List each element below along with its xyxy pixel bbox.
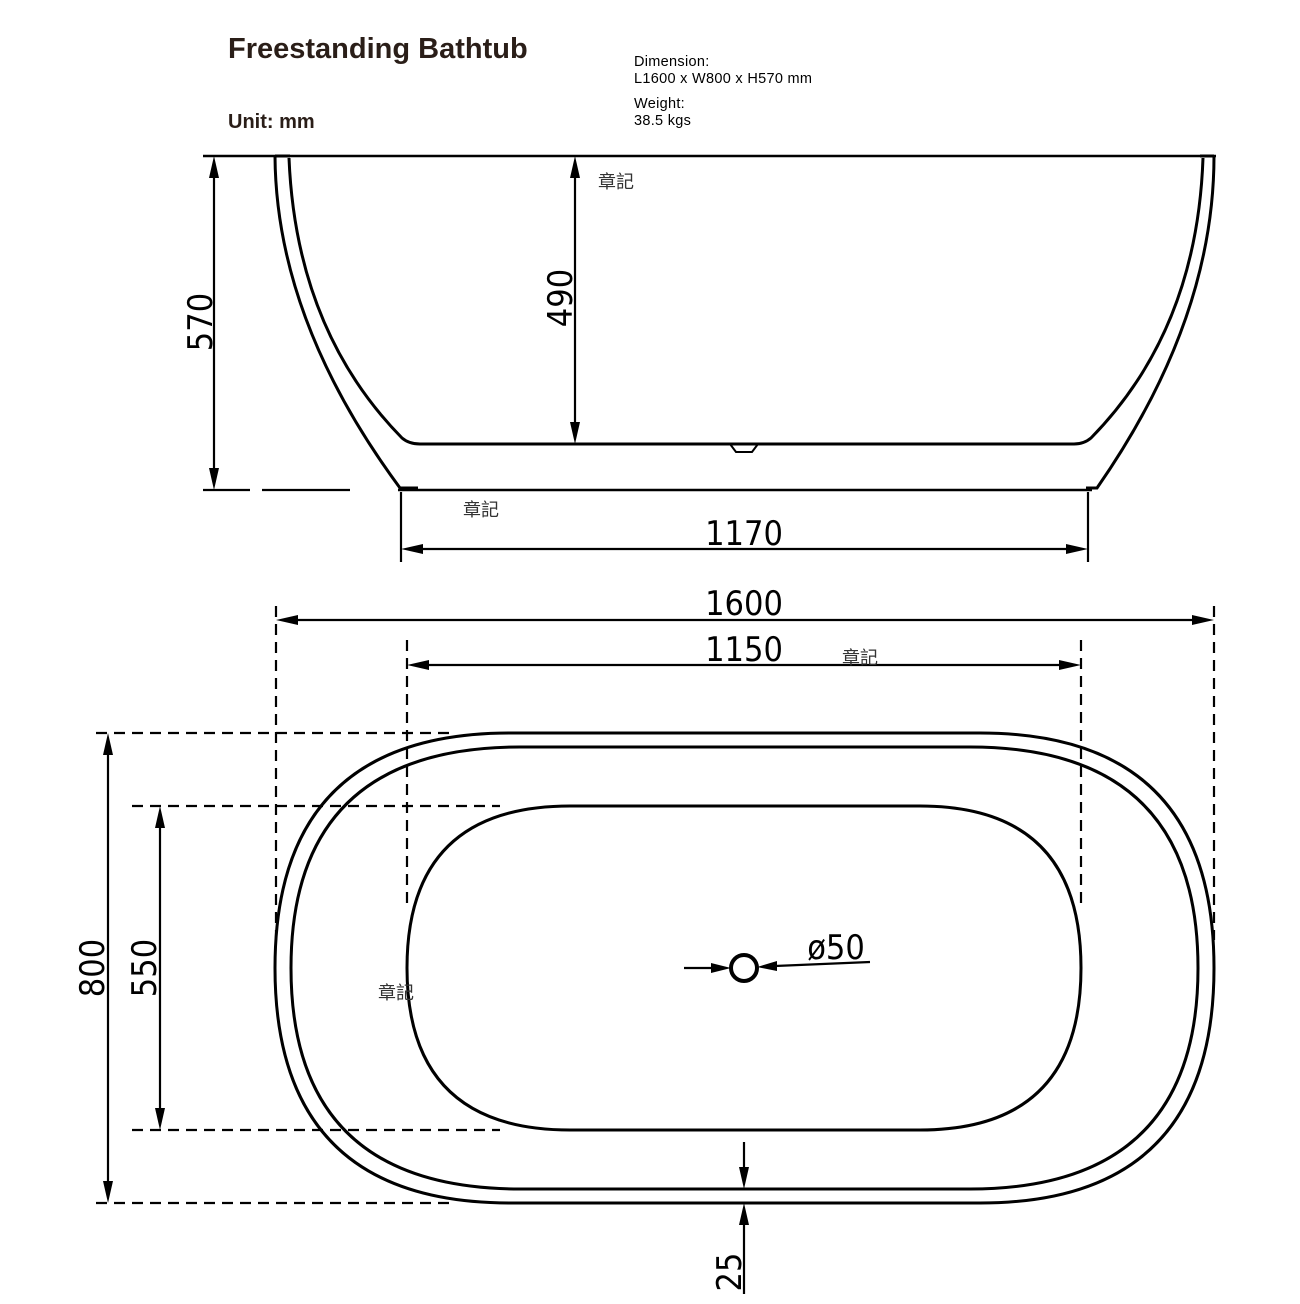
arrow-down bbox=[103, 1181, 113, 1203]
inner-depth-label: 490 bbox=[541, 269, 581, 327]
arrow-up bbox=[103, 733, 113, 755]
overall-width-label: 800 bbox=[73, 939, 113, 997]
drawing-title: Freestanding Bathtub bbox=[228, 33, 528, 65]
weight-label: Weight: bbox=[634, 96, 685, 112]
arrow-right bbox=[1066, 544, 1088, 554]
watermark: 章記 bbox=[598, 172, 634, 193]
inner-length-label: 1150 bbox=[705, 630, 783, 670]
unit-label: Unit: mm bbox=[228, 111, 315, 133]
watermark: 章記 bbox=[463, 500, 499, 521]
rim-width-label: 25 bbox=[710, 1253, 750, 1292]
arrow-left bbox=[401, 544, 423, 554]
drain-hole bbox=[729, 953, 759, 983]
weight-value: 38.5 kgs bbox=[634, 113, 691, 129]
arrow-down bbox=[155, 1108, 165, 1130]
arrow-down bbox=[739, 1167, 749, 1189]
arrow-right bbox=[711, 963, 731, 973]
arrow-right bbox=[1059, 660, 1081, 670]
side-view: 570 490 1170 章記 章記 bbox=[181, 154, 1216, 562]
overall-length-label: 1600 bbox=[705, 584, 783, 624]
drain-diameter-label: ø50 bbox=[807, 928, 865, 968]
arrow-up bbox=[155, 806, 165, 828]
arrow-up bbox=[570, 156, 580, 178]
outer-rim bbox=[273, 731, 1216, 1205]
inner-shell bbox=[287, 157, 1205, 446]
arrow-up bbox=[739, 1203, 749, 1225]
arrow-left bbox=[276, 615, 298, 625]
arrow-down bbox=[570, 422, 580, 444]
arrow-right bbox=[1192, 615, 1214, 625]
top-view: 1600 1150 800 550 ø50 bbox=[73, 584, 1216, 1294]
basin-outline bbox=[405, 804, 1083, 1132]
overall-height-label: 570 bbox=[181, 293, 221, 351]
arrow-left bbox=[407, 660, 429, 670]
arrow-up bbox=[209, 156, 219, 178]
arrow-left bbox=[757, 961, 777, 971]
drain-side bbox=[729, 443, 759, 453]
outer-shell bbox=[273, 155, 1216, 490]
arrow-down bbox=[209, 468, 219, 490]
drain-leader-right bbox=[774, 960, 871, 968]
watermark: 章記 bbox=[842, 648, 878, 669]
inner-rim bbox=[289, 745, 1200, 1191]
inner-width-label: 550 bbox=[125, 939, 165, 997]
watermark: 章記 bbox=[378, 983, 414, 1004]
dimension-value: L1600 x W800 x H570 mm bbox=[634, 71, 812, 87]
dimension-label: Dimension: bbox=[634, 54, 710, 70]
base-length-label: 1170 bbox=[705, 514, 783, 554]
